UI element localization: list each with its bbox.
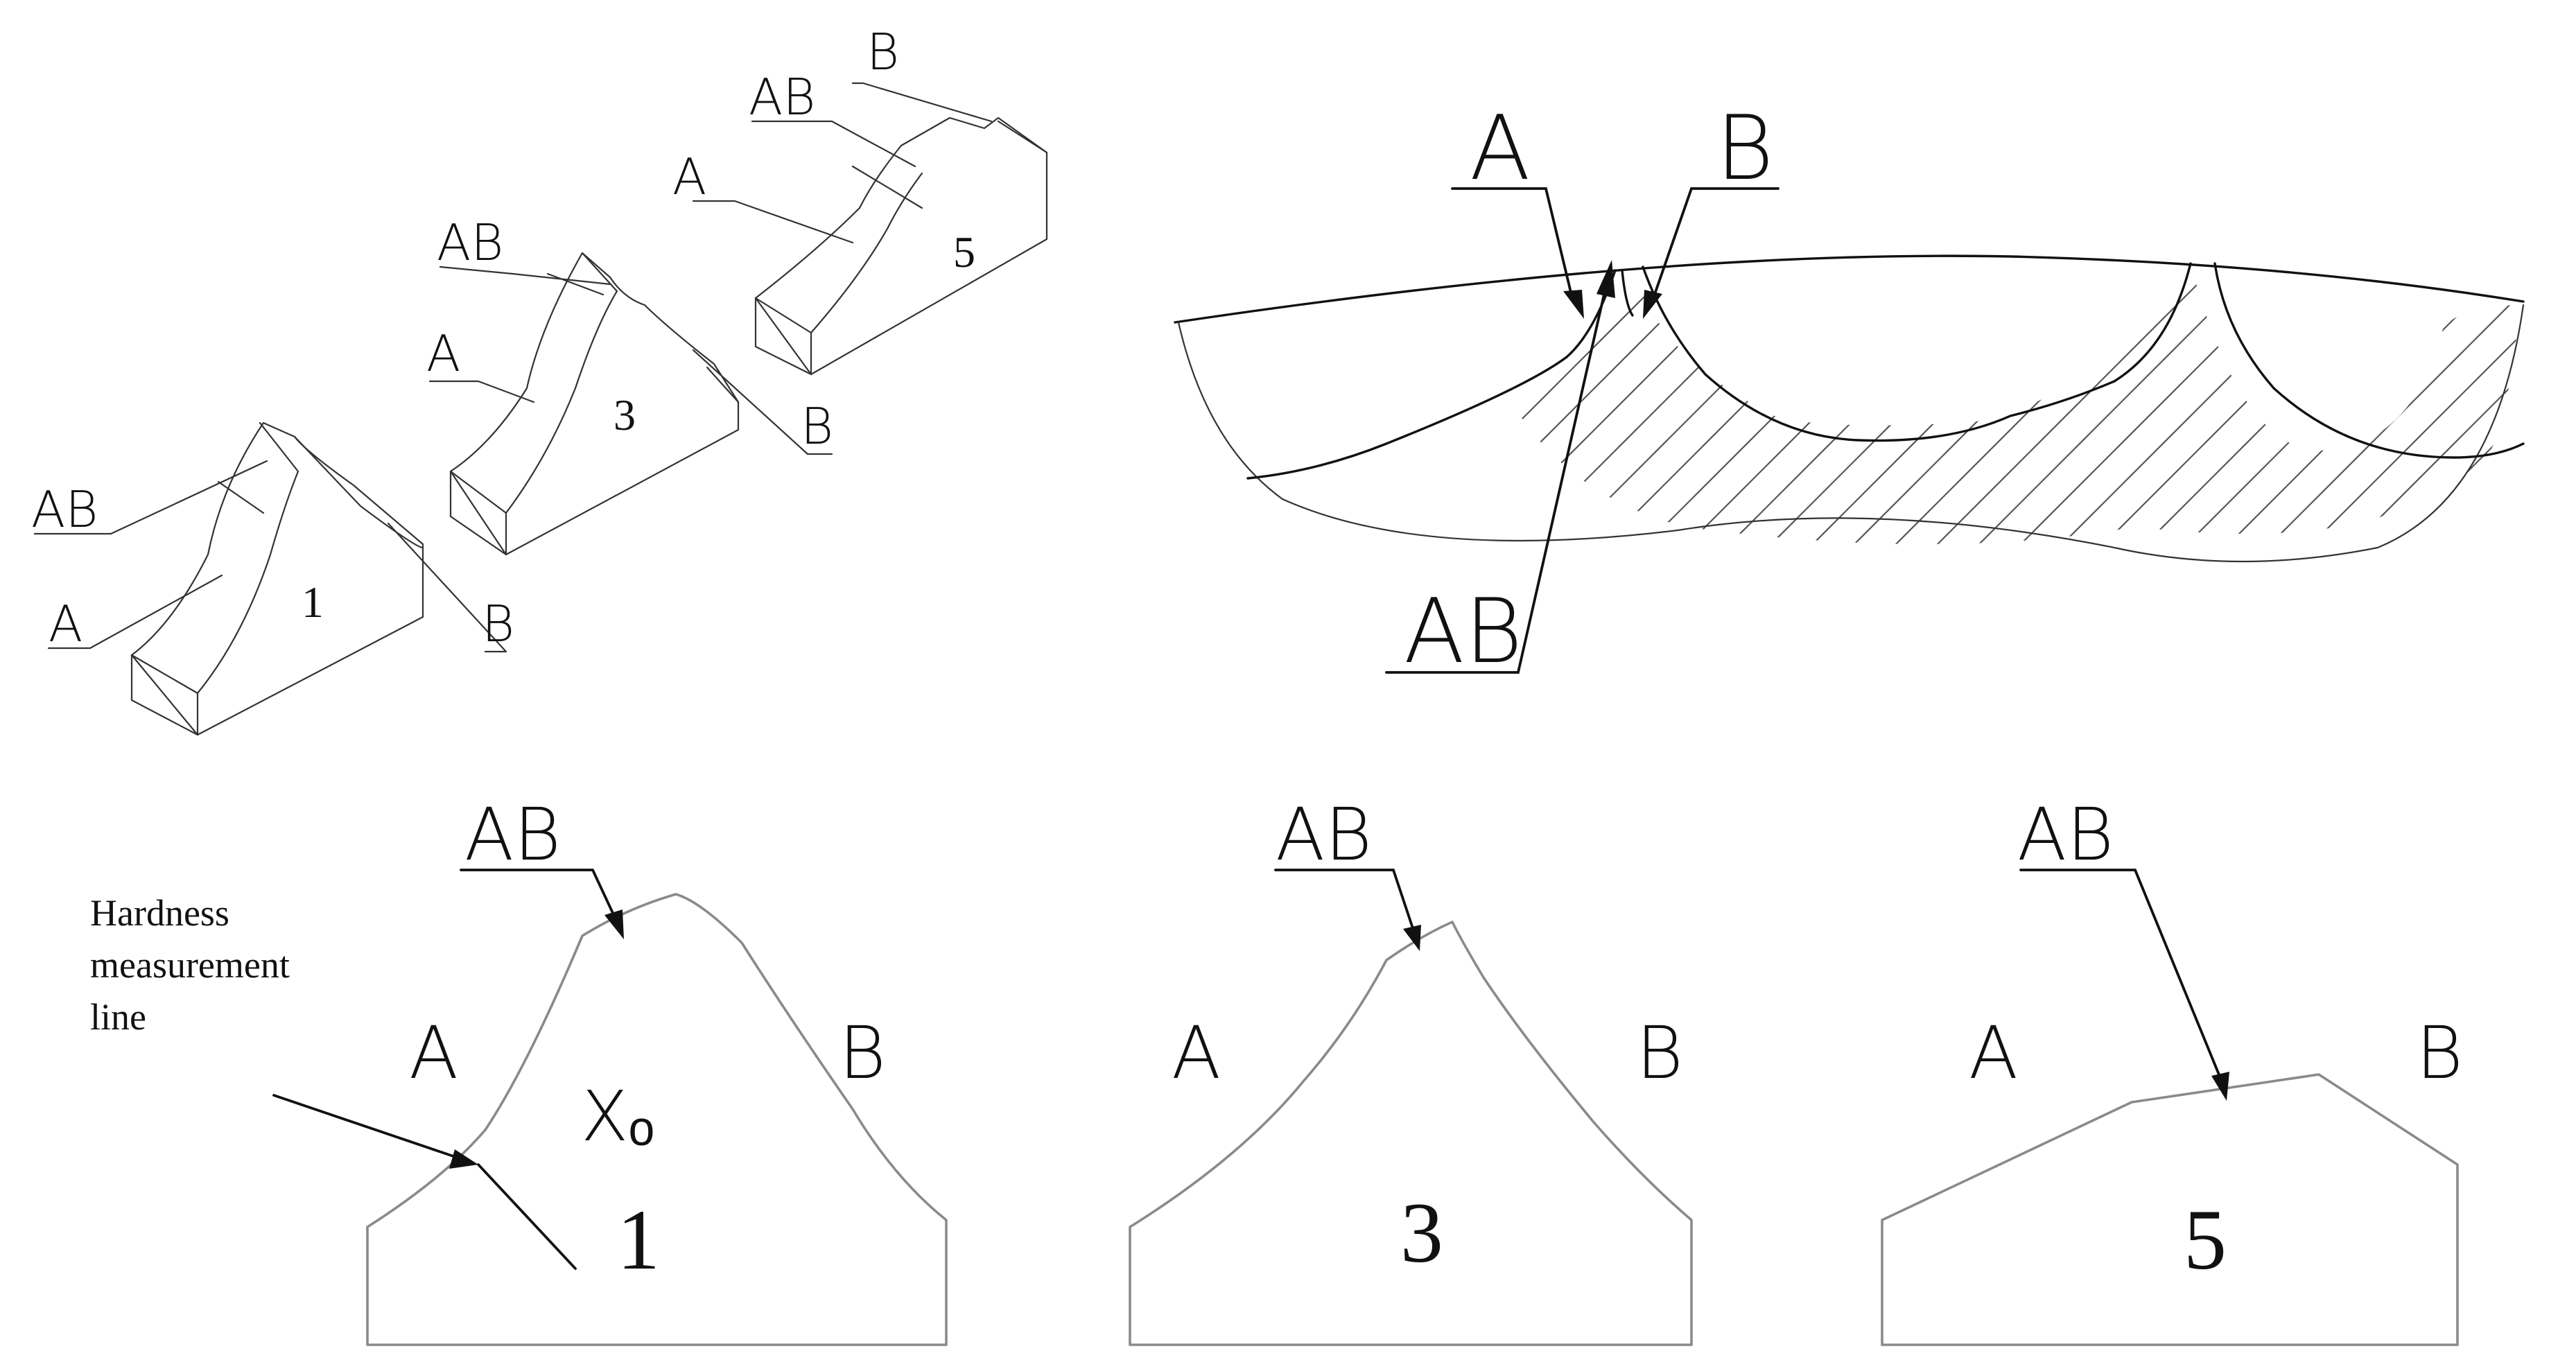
- profile-1-label-b: B: [839, 1011, 886, 1095]
- hardness-note-line2: measurement: [90, 944, 290, 986]
- profile-specimen-3: [1129, 869, 1693, 1346]
- iso-specimen-3-number: 3: [613, 390, 636, 439]
- profile-specimen-5: [1881, 869, 2459, 1346]
- weld-cross-section: [1174, 254, 2525, 563]
- section-label-b: B: [1716, 97, 1774, 200]
- profile-3-label-b: B: [1636, 1011, 1683, 1095]
- iso-label-b-3: B: [801, 397, 833, 455]
- section-leaders: [1385, 187, 1779, 674]
- hardness-note-line3: line: [90, 996, 146, 1038]
- profile-1-label-a: A: [409, 1011, 458, 1095]
- profile-1-number: 1: [617, 1192, 660, 1287]
- iso-specimen-1: 1: [130, 421, 424, 736]
- profile-5-label-a: A: [1969, 1011, 2018, 1095]
- iso-specimen-3: 3: [449, 252, 740, 556]
- profile-5-label-ab: AB: [2017, 792, 2114, 877]
- iso-label-ab-5: AB: [749, 68, 815, 126]
- section-label-a: A: [1470, 97, 1531, 200]
- iso-label-ab-3: AB: [437, 214, 503, 272]
- profile-specimen-1: [272, 869, 948, 1346]
- iso-specimen-5: 5: [754, 116, 1048, 376]
- iso-label-b-1: B: [482, 595, 514, 653]
- profile-3-label-ab: AB: [1276, 792, 1372, 877]
- section-label-ab: AB: [1404, 580, 1522, 684]
- iso-label-a-5: A: [672, 148, 706, 206]
- iso-specimen-5-number: 5: [953, 227, 975, 277]
- profile-5-label-b: B: [2416, 1011, 2463, 1095]
- hardness-note-line1: Hardness: [90, 892, 229, 934]
- iso-label-ab-1: AB: [31, 480, 98, 539]
- iso-label-b-5: B: [867, 23, 899, 81]
- iso-specimen-1-number: 1: [302, 577, 324, 627]
- profile-3-number: 3: [1400, 1185, 1443, 1280]
- profile-5-number: 5: [2184, 1192, 2227, 1287]
- iso-label-a-3: A: [426, 324, 460, 383]
- profile-3-label-a: A: [1172, 1011, 1221, 1095]
- iso-label-a-1: A: [49, 595, 82, 653]
- iso-leaders: [33, 82, 993, 653]
- origin-marker: Xₒ: [581, 1076, 654, 1157]
- profile-1-label-ab: AB: [464, 792, 561, 877]
